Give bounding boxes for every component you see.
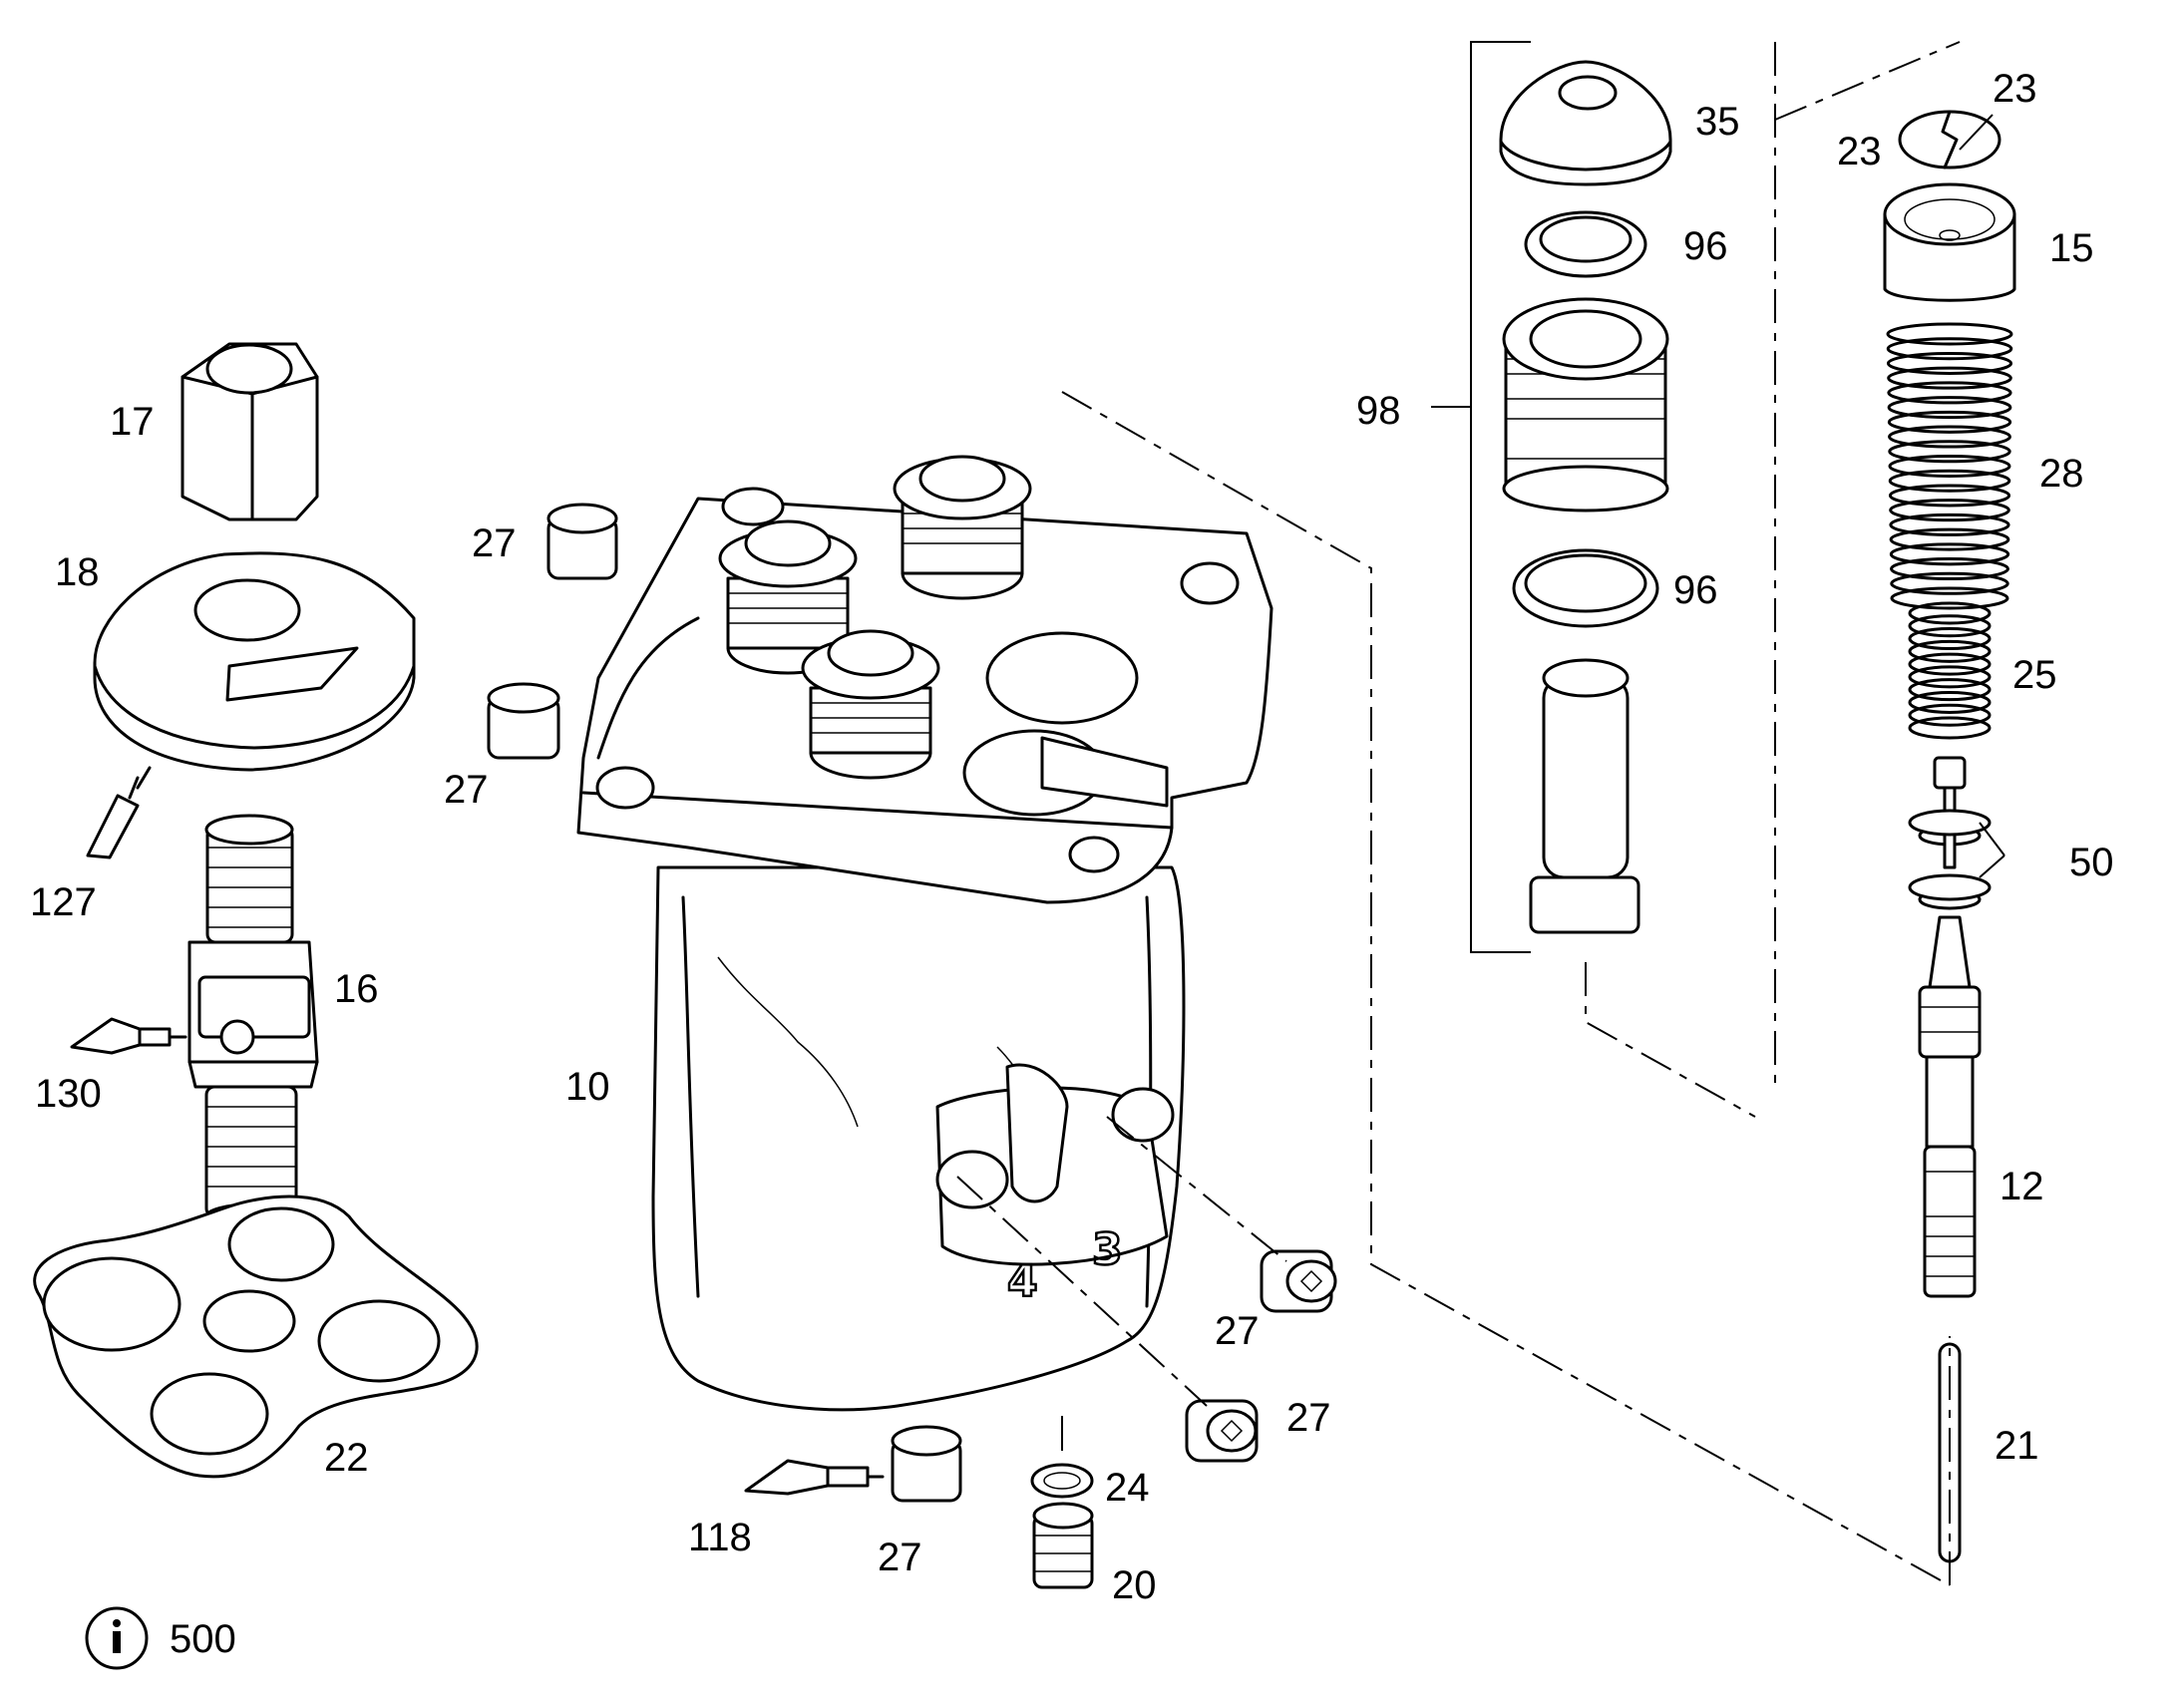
info-icon — [85, 1606, 149, 1670]
part-130-sealant-tube — [70, 1017, 187, 1055]
part-22-gasket-plate — [33, 1195, 479, 1479]
part-23-retainer — [1898, 110, 2001, 170]
info-number: 500 — [170, 1617, 236, 1661]
label-24: 24 — [1105, 1466, 1150, 1510]
callout-labels: 17 18 127 16 130 22 27 27 10 27 27 118 2… — [30, 67, 2114, 1607]
part-27-plug-middle — [487, 682, 560, 760]
label-23-right: 23 — [1993, 67, 2037, 111]
part-12-plunger — [1908, 756, 1992, 1298]
label-16: 16 — [334, 967, 379, 1011]
label-10: 10 — [565, 1065, 610, 1109]
label-96-upper: 96 — [1683, 224, 1728, 268]
label-96-lower: 96 — [1673, 568, 1718, 612]
part-118-sealant-tube — [744, 1459, 885, 1496]
part-17-hex-nut — [181, 342, 319, 521]
label-27-right-upper: 27 — [1215, 1309, 1260, 1353]
label-98: 98 — [1356, 389, 1401, 433]
label-127: 127 — [30, 880, 97, 924]
part-25-spring — [1908, 601, 1992, 910]
label-23-left: 23 — [1837, 130, 1882, 173]
part-27-plug-right-lower — [1185, 1399, 1259, 1463]
part-18-cover-cap — [93, 551, 416, 772]
label-27-bottom: 27 — [878, 1536, 922, 1579]
label-27-right-lower: 27 — [1286, 1396, 1331, 1440]
part-20-threaded-plug — [1032, 1502, 1094, 1589]
label-50: 50 — [2069, 841, 2114, 884]
housing-mark-4: 4 — [1007, 1256, 1038, 1307]
label-27-middle: 27 — [444, 768, 489, 812]
label-130: 130 — [35, 1072, 102, 1116]
part-28-spring — [1886, 322, 2013, 610]
part-27-plug-upper — [546, 503, 618, 580]
label-28: 28 — [2039, 452, 2084, 496]
housing-mark-3: 3 — [1092, 1224, 1123, 1275]
part-15-spring-cup — [1883, 182, 2016, 302]
label-21: 21 — [1995, 1424, 2039, 1468]
part-24-seal-ring — [1030, 1463, 1094, 1499]
part-96-oring-upper — [1524, 210, 1647, 278]
part-127-sealant-tube — [86, 766, 152, 859]
plunger-3 — [801, 629, 940, 780]
label-35: 35 — [1695, 100, 1740, 144]
label-27-upper: 27 — [472, 521, 517, 565]
label-18: 18 — [55, 550, 100, 594]
label-15: 15 — [2049, 226, 2094, 270]
label-22: 22 — [324, 1436, 369, 1480]
valve-piston — [1529, 658, 1640, 934]
label-17: 17 — [110, 400, 155, 444]
part-16-universal-joint — [187, 814, 319, 1230]
plunger-2 — [893, 455, 1032, 600]
part-35-cap — [1499, 60, 1672, 186]
label-12: 12 — [1999, 1165, 2044, 1208]
label-20: 20 — [1112, 1563, 1157, 1607]
part-98-valve-assembly — [1502, 297, 1669, 512]
plunger-1 — [718, 519, 858, 675]
label-25: 25 — [2012, 653, 2057, 697]
label-118: 118 — [688, 1516, 752, 1559]
info-note: 500 — [85, 1606, 236, 1670]
part-27-plug-right-upper — [1260, 1249, 1337, 1313]
part-96-oring-lower — [1512, 548, 1659, 628]
part-10-pump-housing: 4 3 — [576, 455, 1273, 1412]
part-27-plug-bottom — [891, 1425, 962, 1503]
